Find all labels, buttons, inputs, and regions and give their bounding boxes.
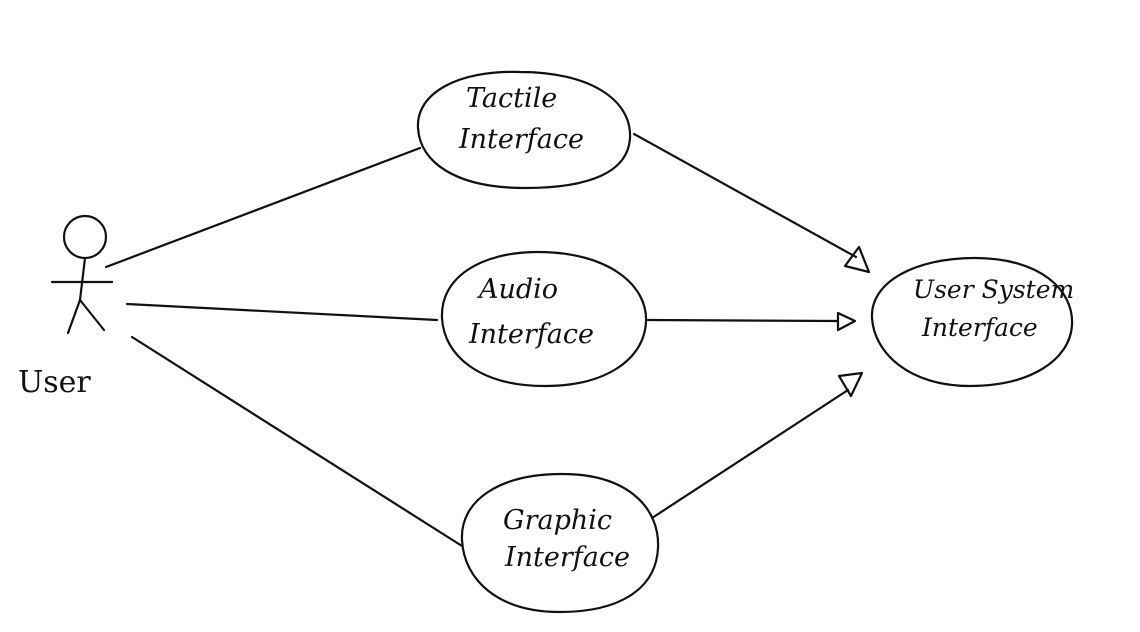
graphic-line2: Interface [504,542,630,573]
use-case-audio: Audio Interface [440,250,648,388]
association-user-tactile [104,146,422,269]
system-line2: Interface [921,313,1038,342]
use-case-system: User System Interface [870,256,1074,388]
system-line1: User System [913,275,1074,304]
use-case-graphic: Graphic Interface [460,472,660,614]
association-user-graphic [130,335,464,548]
generalization-line-tactile [632,132,858,259]
generalization-line-audio [646,318,840,323]
tactile-line1: Tactile [466,83,557,114]
audio-line2: Interface [468,319,594,350]
actor-legs [66,298,106,335]
actor-label: User [18,365,91,400]
hollow-triangle-arrowhead-icon [836,311,857,332]
generalization-audio-system [646,311,857,332]
user-actor: User [18,214,114,400]
audio-ellipse [440,250,648,388]
generalization-graphic-system [650,371,864,520]
hollow-triangle-arrowhead-icon [837,371,864,398]
generalization-line-graphic [650,388,850,520]
association-user-audio [125,302,439,322]
hollow-triangle-arrowhead-icon [843,245,871,274]
audio-line1: Audio [476,274,558,305]
system-ellipse [870,256,1074,388]
use-case-tactile: Tactile Interface [416,70,632,190]
tactile-ellipse [416,70,632,190]
tactile-line2: Interface [458,124,584,155]
generalization-tactile-system [632,132,871,274]
graphic-ellipse [460,472,660,614]
actor-head [62,214,108,260]
graphic-line1: Graphic [503,505,612,536]
actor-body [78,256,87,302]
